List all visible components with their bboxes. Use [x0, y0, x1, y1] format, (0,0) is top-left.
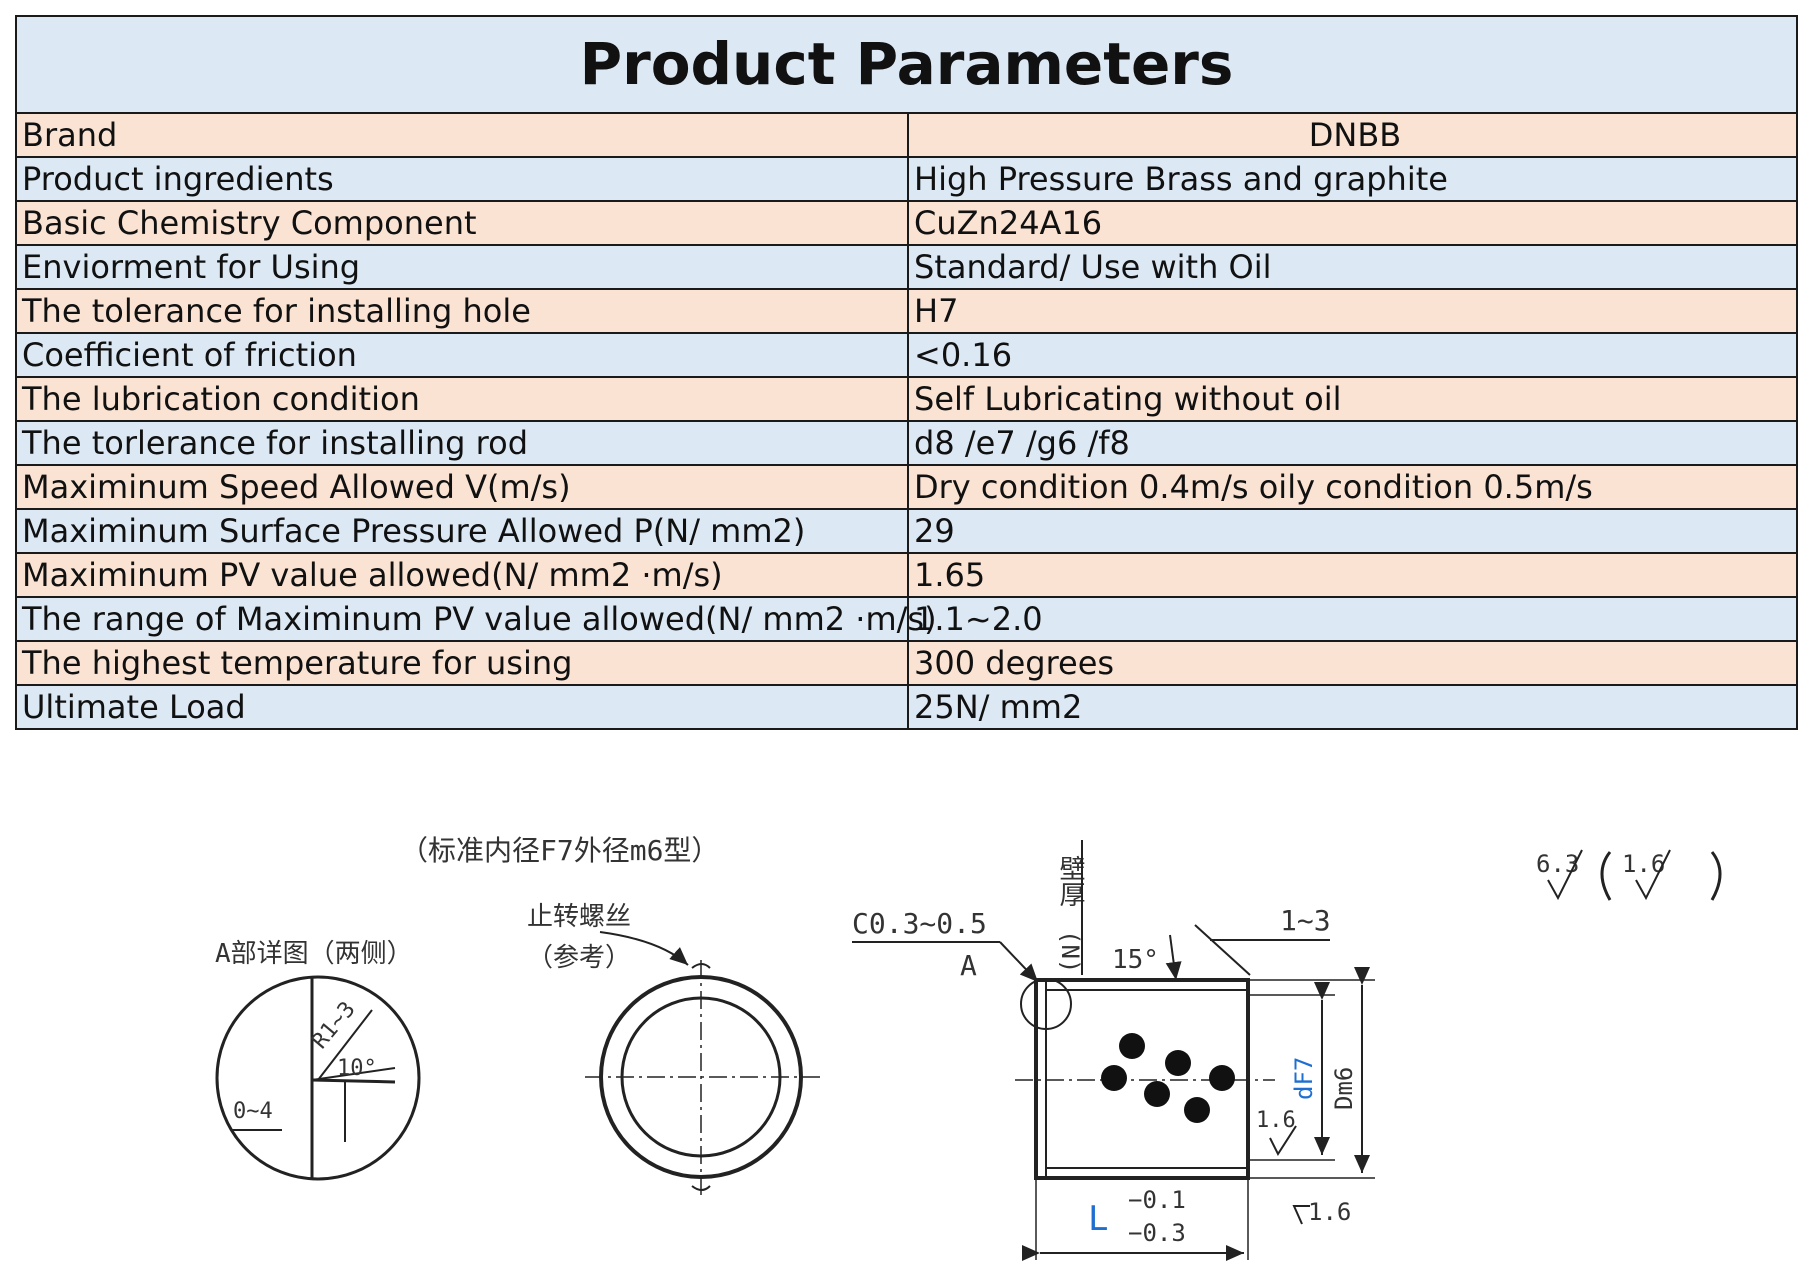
parameter-value: d8 /e7 /g6 /f8	[906, 420, 1799, 466]
parameter-value: Self Lubricating without oil	[906, 376, 1799, 422]
detail-a-depth-label: 0~4	[233, 1099, 273, 1124]
detail-a-groove-a	[311, 1078, 396, 1084]
detail-a-radius-label: R1~3	[307, 997, 360, 1054]
detail-a-view: A部详图（两侧） R1~3 10° 0~4	[215, 939, 421, 1181]
table-row: Maximinum Surface Pressure Allowed P(N/ …	[15, 508, 1799, 554]
detail-a-radius-leader	[317, 1009, 373, 1081]
parameter-value: 300 degrees	[906, 640, 1799, 686]
detail-a-circle	[215, 975, 421, 1181]
inner-roughness-label: 1.6	[1256, 1108, 1296, 1133]
graphite-plug	[1184, 1097, 1210, 1123]
bushing-technical-drawing: （标准内径F7外径m6型） A部详图（两侧） R1~3 10° 0~4 止转螺丝…	[215, 834, 1722, 1261]
detail-a-groove-b	[311, 1067, 396, 1081]
graphite-plug	[1144, 1081, 1170, 1107]
table-title-row: Product Parameters	[14, 15, 1799, 114]
parameter-value: <0.16	[906, 332, 1799, 378]
roughness-general-label: 6.3	[1536, 850, 1579, 878]
general-roughness-note: 6.3 1.6	[1536, 849, 1722, 901]
parameter-label: Enviorment for Using	[15, 244, 909, 290]
table-row: Coefficient of friction<0.16	[15, 332, 1799, 378]
parameter-label: Coefficient of friction	[15, 332, 909, 378]
outer-diameter-label: Dm6	[1330, 1067, 1358, 1110]
angle-15-label: 15°	[1112, 945, 1159, 975]
detail-marker-label: A	[960, 949, 977, 982]
detail-a-angle-label: 10°	[337, 1056, 377, 1081]
wall-thickness-label: 壁厚	[1055, 855, 1085, 907]
table-row: Maximinum PV value allowed(N/ mm2 ·m/s)1…	[15, 552, 1799, 598]
parameter-value: 29	[906, 508, 1799, 554]
bushing-body	[1034, 978, 1250, 1180]
inner-diameter-letter: dF7	[1290, 1057, 1318, 1100]
parameter-label: Maximinum Surface Pressure Allowed P(N/ …	[15, 508, 909, 554]
graphite-plug	[1165, 1050, 1191, 1076]
parameter-value: H7	[906, 288, 1799, 334]
parameter-label: Maximinum PV value allowed(N/ mm2 ·m/s)	[15, 552, 909, 598]
length-symbol: L	[1088, 1199, 1108, 1239]
parameter-label: Ultimate Load	[15, 684, 909, 730]
graphite-plug	[1209, 1065, 1235, 1091]
parameter-value: High Pressure Brass and graphite	[906, 156, 1799, 202]
parameter-value: DNBB	[906, 112, 1799, 158]
roughness-paren-left	[1600, 851, 1612, 901]
parameter-value: Standard/ Use with Oil	[906, 244, 1799, 290]
parameter-label: The tolerance for installing hole	[15, 288, 909, 334]
inner-diameter-label: dF7	[1290, 1057, 1318, 1100]
chamfer-label: C0.3~0.5	[852, 907, 987, 940]
end-view-screw-bottom	[691, 1185, 711, 1191]
length-tol-lower: −0.3	[1128, 1219, 1186, 1247]
table-title: Product Parameters	[14, 15, 1799, 114]
outer-roughness-label: 1.6	[1308, 1198, 1351, 1226]
roughness-general-symbol	[1547, 849, 1583, 901]
parameter-value: CuZn24A16	[906, 200, 1799, 246]
graphite-plug	[1101, 1065, 1127, 1091]
chamfer-leader	[999, 941, 1039, 983]
length-tol-upper: −0.1	[1128, 1186, 1186, 1214]
roughness-alt-symbol	[1635, 849, 1671, 901]
end-view-screw-top	[691, 963, 711, 969]
type-note: （标准内径F7外径m6型）	[400, 834, 719, 867]
parameter-value: 1.1~2.0	[906, 596, 1799, 642]
end-view: 止转螺丝 （参考）	[527, 902, 820, 1195]
anti-rotation-screw-label: 止转螺丝	[527, 902, 631, 932]
parameter-label: The torlerance for installing rod	[15, 420, 909, 466]
inner-roughness-symbol	[1269, 1125, 1297, 1157]
parameter-label: The range of Maximinum PV value allowed(…	[15, 596, 937, 642]
parameter-value: 25N/ mm2	[906, 684, 1799, 730]
screw-leader	[599, 931, 689, 966]
roughness-paren-right	[1710, 851, 1722, 901]
parameter-label: The lubrication condition	[15, 376, 909, 422]
angle-15-leader	[1165, 934, 1182, 981]
length-1-3-label: 1~3	[1280, 904, 1331, 937]
parameter-label: Basic Chemistry Component	[15, 200, 909, 246]
parameter-label: Maximinum Speed Allowed V(m/s)	[15, 464, 909, 510]
graphite-plug	[1119, 1033, 1145, 1059]
chamfer-angle-line	[1194, 924, 1251, 976]
side-view: C0.3~0.5 A 壁厚 (N) 15° 1~3 dF7	[852, 840, 1375, 1261]
wall-thickness-symbol: (N)	[1056, 930, 1084, 973]
reference-label: （参考）	[527, 943, 631, 973]
table-row: Maximinum Speed Allowed V(m/s)Dry condit…	[15, 464, 1799, 510]
parameter-label: The highest temperature for using	[15, 640, 909, 686]
parameter-label: Product ingredients	[15, 156, 909, 202]
outer-roughness-symbol	[1292, 1205, 1310, 1225]
parameter-value: 1.65	[906, 552, 1799, 598]
detail-a-title: A部详图（两侧）	[215, 939, 413, 969]
parameter-label: Brand	[15, 112, 909, 158]
parameter-value: Dry condition 0.4m/s oily condition 0.5m…	[906, 464, 1799, 510]
table-row: The range of Maximinum PV value allowed(…	[15, 596, 1799, 642]
